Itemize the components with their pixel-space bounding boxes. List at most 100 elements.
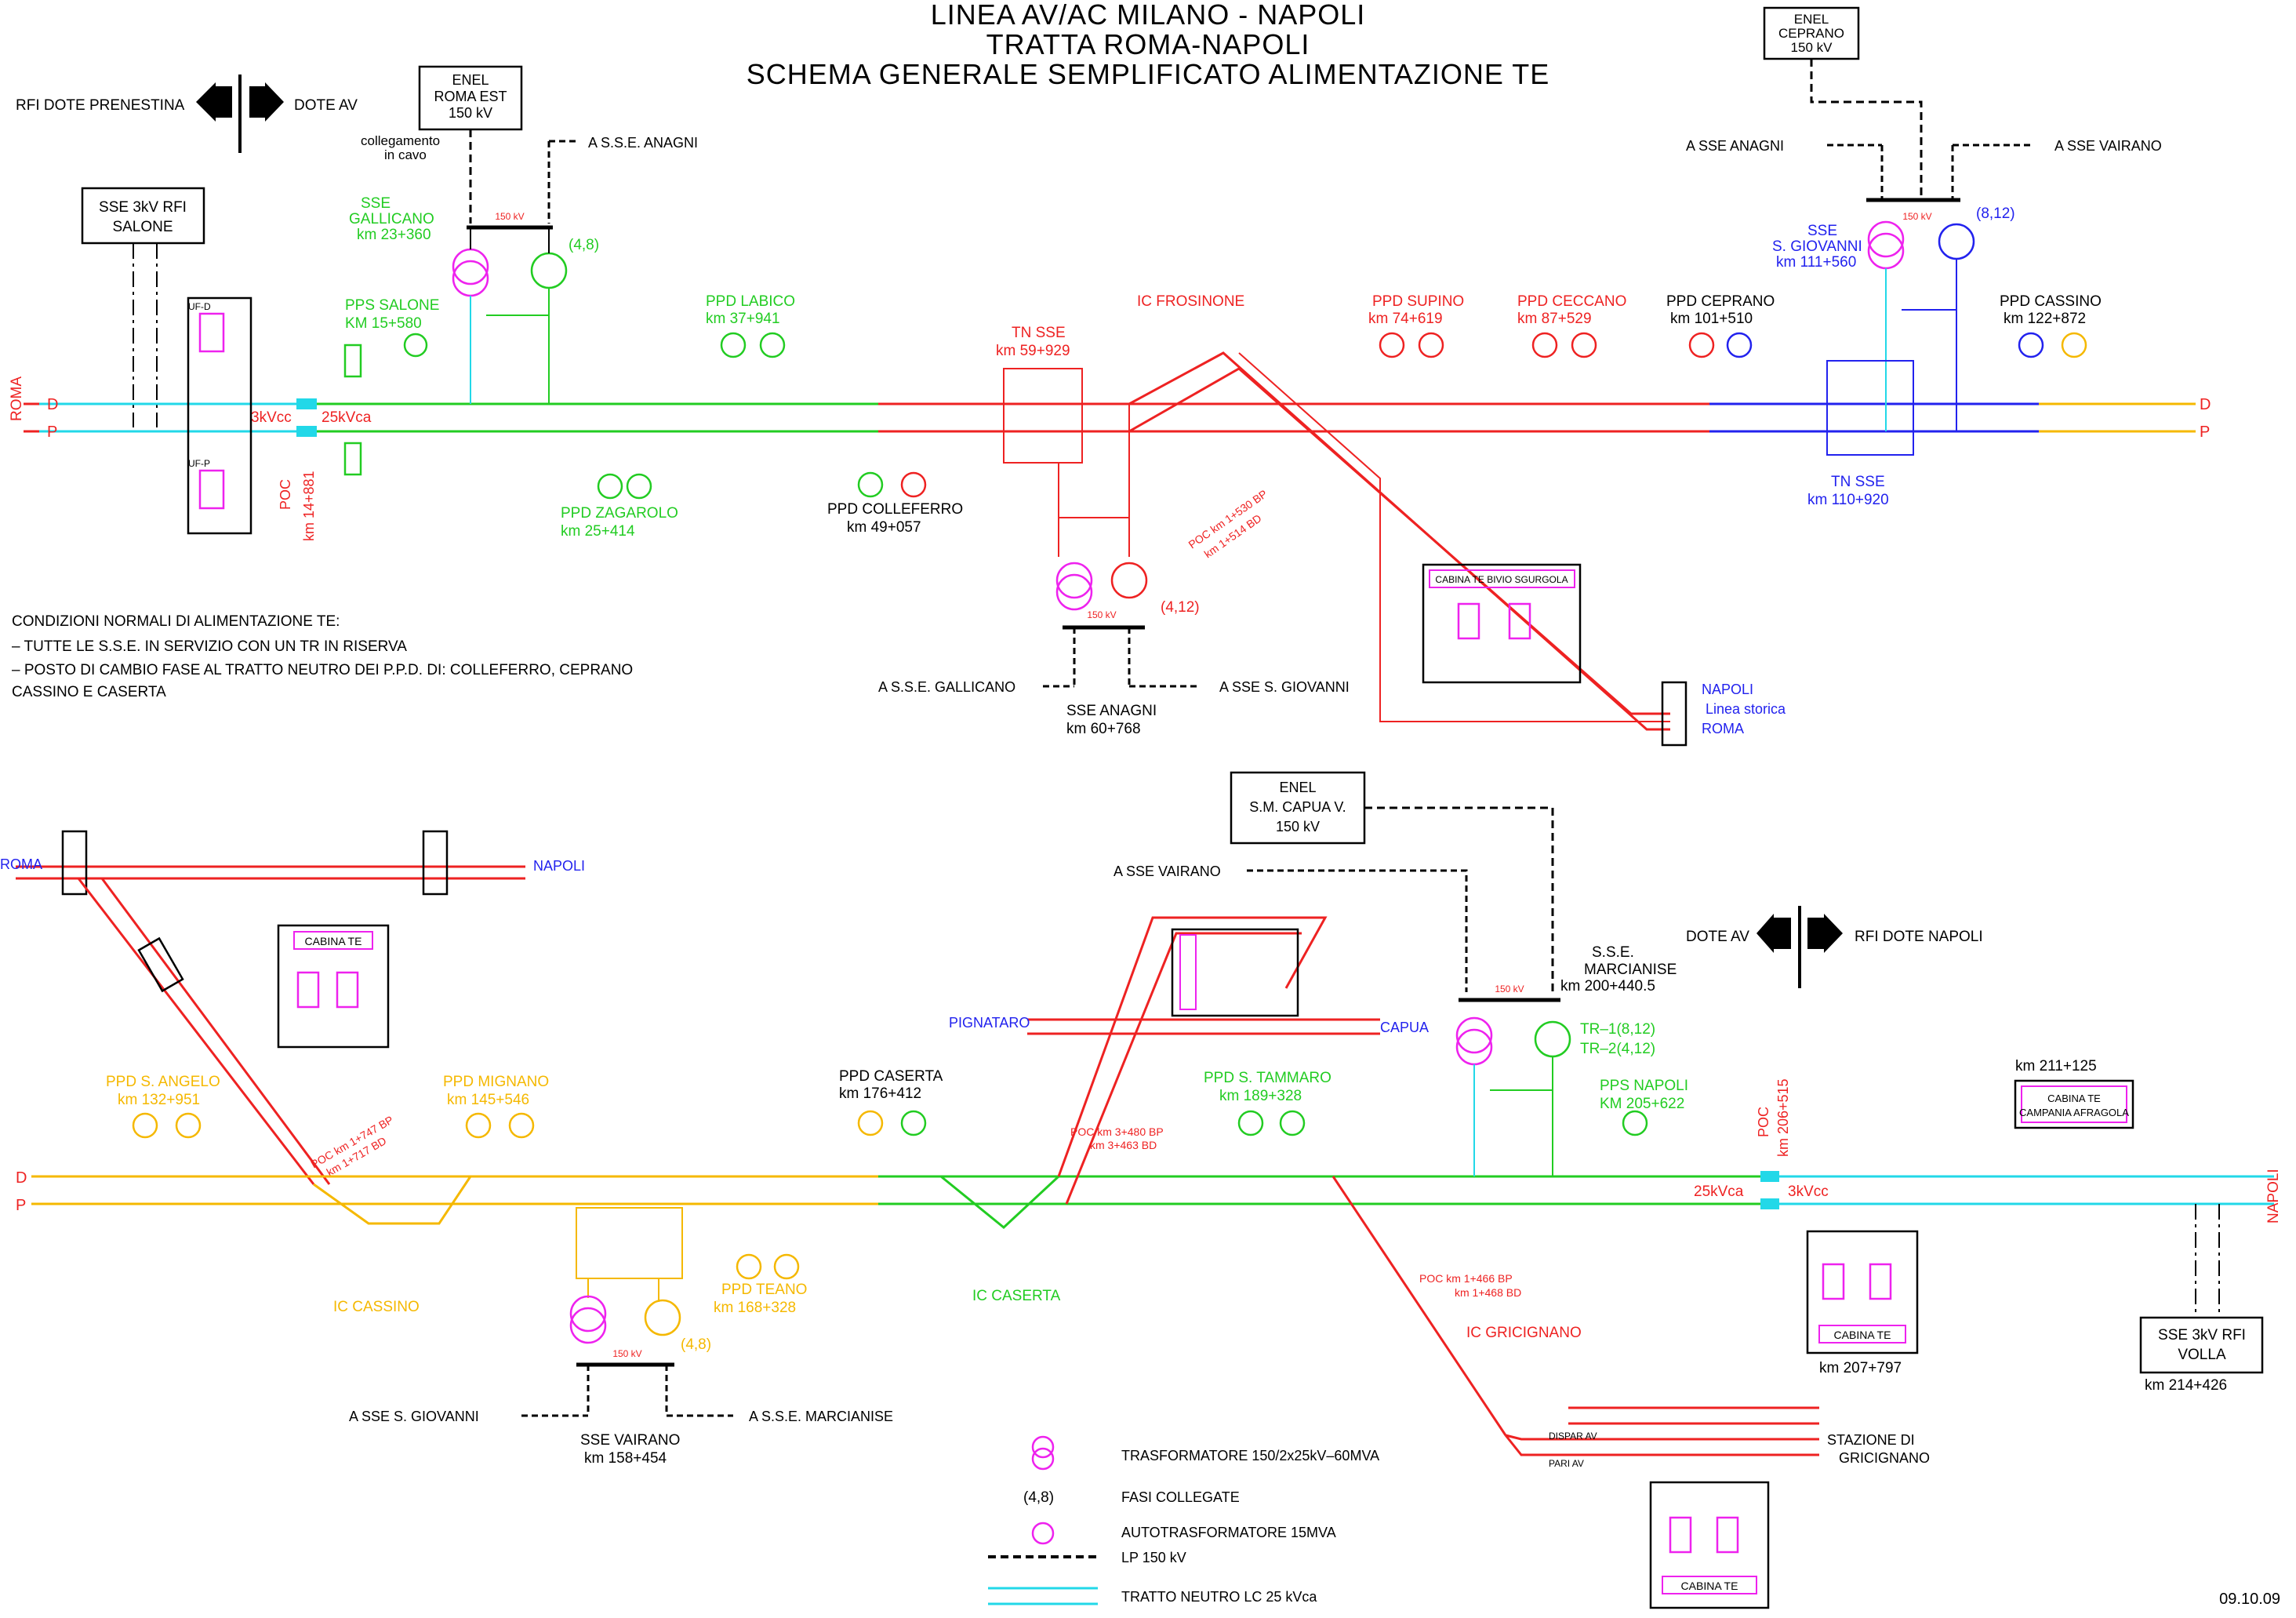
arrow-left-icon [196,82,216,122]
svg-text:PPD CEPRANO: PPD CEPRANO [1666,293,1775,310]
legend: TRASFORMATORE 150/2x25kV–60MVA (4,8) FAS… [988,1435,1379,1605]
arrow-right-icon [265,82,284,122]
top-tracks [24,398,2196,437]
svg-text:DOTE AV: DOTE AV [1686,929,1749,945]
legend-text-3: AUTOTRASFORMATORE 15MVA [1121,1525,1336,1540]
svg-text:km 37+941: km 37+941 [706,311,780,327]
svg-text:150 kV: 150 kV [1276,819,1320,834]
enel-capua-box: ENEL S.M. CAPUA V. 150 kV A SSE VAIRANO [1113,771,1554,992]
svg-text:S.S.E.: S.S.E. [1592,944,1634,961]
track-d-label: D [2200,396,2211,413]
legend-text-1: TRASFORMATORE 150/2x25kV–60MVA [1121,1448,1379,1463]
svg-text:PPD S. ANGELO: PPD S. ANGELO [106,1074,220,1090]
svg-text:SSE: SSE [1807,223,1837,239]
svg-text:km 101+510: km 101+510 [1670,311,1753,327]
svg-text:Linea storica: Linea storica [1706,701,1786,717]
svg-text:PIGNATARO: PIGNATARO [949,1015,1030,1031]
svg-text:CABINA TE: CABINA TE [1834,1329,1891,1341]
ic-frosinone: IC FROSINONE POC km 1+530 BP km 1+514 BD [1128,293,1670,731]
svg-text:PPD ZAGAROLO: PPD ZAGAROLO [561,505,678,522]
svg-text:PPD CASERTA: PPD CASERTA [839,1068,943,1085]
linea-storica: NAPOLI Linea storica ROMA [1661,681,1786,747]
svg-text:km 176+412: km 176+412 [839,1085,921,1102]
date-stamp: 09.10.09 [2219,1591,2280,1608]
svg-text:PPD CASSINO: PPD CASSINO [2000,293,2102,310]
poc-gricignano-2: km 1+468 BD [1455,1286,1521,1299]
title-line-2: TRATTA ROMA-NAPOLI [986,28,1310,60]
svg-text:A S.S.E. GALLICANO: A S.S.E. GALLICANO [878,679,1015,695]
label-3kvcc-b: 3kVcc [1788,1184,1829,1200]
sse-vairano: 150 kV (4,8) A SSE S. GIOVANNI A S.S.E. … [349,1207,893,1467]
ppd-labico: PPD LABICO km 37+941 [706,293,795,358]
label-25kvca-b: 25kVca [1694,1184,1744,1200]
svg-text:150 kV: 150 kV [449,105,492,121]
svg-text:km 168+328: km 168+328 [714,1300,796,1316]
svg-text:PPD MIGNANO: PPD MIGNANO [443,1074,549,1090]
svg-text:km 200+440.5: km 200+440.5 [1560,978,1655,994]
svg-text:ROMA: ROMA [1702,721,1744,736]
svg-text:km 87+529: km 87+529 [1517,311,1592,327]
svg-text:km 49+057: km 49+057 [847,519,921,536]
cabina-te-left: CABINA TE [277,924,390,1049]
svg-text:KM 205+622: KM 205+622 [1600,1096,1684,1112]
svg-text:A SSE ANAGNI: A SSE ANAGNI [1686,138,1784,154]
svg-text:PPD CECCANO: PPD CECCANO [1517,293,1626,310]
ppd-colleferro: PPD COLLEFERRO km 49+057 [827,471,963,536]
svg-text:UF-P: UF-P [188,458,210,469]
track-p-label: P [2200,424,2210,441]
ppd-supino: PPD SUPINO km 74+619 [1368,293,1464,358]
svg-text:150 kV: 150 kV [495,211,524,222]
sse-salone-box: SSE 3kV RFI SALONE [81,187,205,427]
svg-text:PPS NAPOLI: PPS NAPOLI [1600,1078,1688,1094]
svg-text:A SSE VAIRANO: A SSE VAIRANO [1113,864,1221,879]
svg-text:km 214+426: km 214+426 [2145,1377,2227,1394]
svg-text:ROMA: ROMA [0,856,42,872]
ic-caserta-label: IC CASERTA [972,1288,1061,1304]
roma-napoli-top-line: ROMA NAPOLI [0,830,585,1185]
poc-caserta-1: POC km 3+480 BP [1070,1125,1164,1138]
poc-napoli-1: POC [1756,1107,1771,1137]
svg-text:CASSINO E CASERTA: CASSINO E CASERTA [12,684,166,700]
svg-text:POC: POC [278,479,293,510]
sse-marcianise: 150 kV S.S.E. MARCIANISE km 200+440.5 TR… [1455,944,1677,1176]
legend-text-4: LP 150 kV [1121,1550,1186,1565]
svg-text:– POSTO DI CAMBIO FASE AL TRAT: – POSTO DI CAMBIO FASE AL TRATTO NEUTRO … [12,662,633,678]
svg-text:SSE ANAGNI: SSE ANAGNI [1066,703,1157,719]
stazione-gricignano-2: GRICIGNANO [1839,1450,1930,1466]
svg-text:CONDIZIONI NORMALI DI ALIMENTA: CONDIZIONI NORMALI DI ALIMENTAZIONE TE: [12,613,340,630]
label-25kvca: 25kVca [322,409,372,426]
pps-salone: PPS SALONE KM 15+580 [343,297,439,476]
svg-text:PPD LABICO: PPD LABICO [706,293,795,310]
svg-text:km 122+872: km 122+872 [2004,311,2086,327]
sse-gallicano: 150 kV SSE GALLICANO km 23+360 (4,8) [349,195,599,404]
fasi-symbol: (4,8) [1023,1489,1054,1506]
svg-text:150 kV: 150 kV [612,1348,641,1359]
svg-text:– TUTTE LE S.S.E. IN SERVIZIO: – TUTTE LE S.S.E. IN SERVIZIO CON UN TR … [12,638,407,655]
svg-text:ENEL: ENEL [1279,780,1316,795]
svg-text:km 60+768: km 60+768 [1066,721,1141,737]
svg-text:RFI DOTE NAPOLI: RFI DOTE NAPOLI [1855,929,1983,945]
svg-text:S. GIOVANNI: S. GIOVANNI [1772,238,1862,255]
pignataro-capua: PIGNATARO CAPUA [949,928,1429,1035]
svg-text:TN SSE: TN SSE [1012,325,1066,341]
svg-text:CABINA TE: CABINA TE [1681,1580,1738,1592]
diagram-title: LINEA AV/AC MILANO - NAPOLI TRATTA ROMA-… [0,0,2296,89]
svg-text:km 211+125: km 211+125 [2015,1058,2097,1074]
ppd-caserta: PPD CASERTA km 176+412 [839,1068,943,1136]
svg-text:CABINA TE: CABINA TE [2047,1093,2101,1104]
svg-text:km 23+360: km 23+360 [357,227,431,243]
ic-cassino-label: IC CASSINO [333,1299,420,1315]
pps-napoli: PPS NAPOLI KM 205+622 [1600,1078,1688,1136]
title-line-3: SCHEMA GENERALE SEMPLIFICATO ALIMENTAZIO… [746,58,1550,90]
svg-text:IC FROSINONE: IC FROSINONE [1137,293,1244,310]
ppd-teano: PPD TEANO km 168+328 [714,1253,807,1316]
legend-text-2: FASI COLLEGATE [1121,1489,1240,1505]
svg-text:PPD TEANO: PPD TEANO [721,1282,807,1298]
ppd-zagarolo: PPD ZAGAROLO km 25+414 [561,473,678,540]
svg-text:NAPOLI: NAPOLI [1702,682,1753,697]
poc-caserta-2: km 3+463 BD [1090,1139,1157,1151]
napoli-label-bottom: NAPOLI [2265,1169,2282,1223]
bottom-tracks [31,916,2274,1456]
collegamento-label-2: in cavo [384,147,427,162]
pari-label: PARI AV [1549,1458,1584,1469]
